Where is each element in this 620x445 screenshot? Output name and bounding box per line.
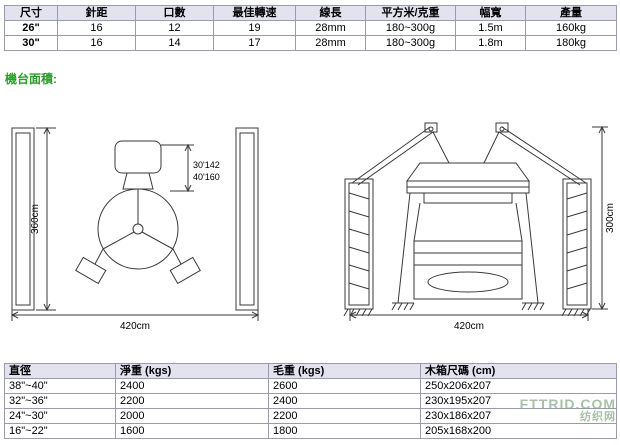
table-cell: 2600 [268,378,421,394]
table-cell: 32"~36" [4,393,116,409]
column-header-yarn-length: 線長 [295,5,366,21]
top-view-drawing [10,126,260,321]
table-cell: 16 [57,35,136,51]
table-cell: 19 [213,20,296,36]
column-header-output: 產量 [525,5,617,21]
dim-label-width-right: 420cm [454,321,484,332]
table-cell: 28mm [295,35,366,51]
table-cell: 180kg [525,35,617,51]
table-cell: 12 [135,20,214,36]
table-row: 26" 16 12 19 28mm 180~300g 1.5m 160kg [4,20,617,36]
table-cell: 1.8m [455,35,526,51]
table-cell: 28mm [295,20,366,36]
dim-label-height-right: 300cm [605,203,616,233]
column-header-gross-weight: 毛重 (kgs) [268,363,421,379]
table-row: 38"~40" 2400 2600 250x206x207 [4,378,617,394]
table-cell: 205x168x200 [420,423,617,439]
dim-label-inner-1: 30'142 [193,160,220,170]
column-header-gauge: 針距 [57,5,136,21]
table-cell: 2400 [268,393,421,409]
column-header-width: 幅寬 [455,5,526,21]
column-header-size: 尺寸 [4,5,58,21]
top-view-labels: 360cm 30'142 40'160 420cm [30,160,220,332]
machine-spec-table: 尺寸 針距 口數 最佳轉速 線長 平方米/克重 幅寬 產量 26" 16 12 … [4,5,617,51]
table-cell: 30" [4,35,58,51]
table-cell: 230x186x207 [420,408,617,424]
table-cell: 160kg [525,20,617,36]
front-view-drawing [343,122,608,321]
table-cell: 180~300g [365,35,456,51]
table-cell: 230x195x207 [420,393,617,409]
front-view-labels: 300cm 420cm [454,203,616,332]
table-cell: 1800 [268,423,421,439]
column-header-feeds: 口數 [135,5,214,21]
table-cell: 2200 [268,408,421,424]
dim-label-inner-2: 40'160 [193,172,220,182]
table-cell: 1600 [115,423,269,439]
table-row: 16"~22" 1600 1800 205x168x200 [4,423,617,439]
table-cell: 26" [4,20,58,36]
table-row: 24"~30" 2000 2200 230x186x207 [4,408,617,424]
section-title-machine-area: 機台面積: [5,72,57,86]
table-cell: 24"~30" [4,408,116,424]
table-cell: 17 [213,35,296,51]
table-cell: 2000 [115,408,269,424]
table-cell: 2200 [115,393,269,409]
packing-dimension-table: 直徑 淨重 (kgs) 毛重 (kgs) 木箱尺碼 (cm) 38"~40" 2… [4,363,617,439]
table-cell: 16"~22" [4,423,116,439]
table-cell: 38"~40" [4,378,116,394]
dim-label-width-left: 420cm [120,321,150,332]
table-cell: 1.5m [455,20,526,36]
column-header-net-weight: 淨重 (kgs) [115,363,269,379]
table-cell: 180~300g [365,20,456,36]
table-cell: 2400 [115,378,269,394]
table-cell: 16 [57,20,136,36]
table-cell: 14 [135,35,214,51]
table-row: 32"~36" 2200 2400 230x195x207 [4,393,617,409]
machine-diagram: 360cm 30'142 40'160 420cm [10,122,616,332]
column-header-weight-sqm: 平方米/克重 [365,5,456,21]
column-header-speed: 最佳轉速 [213,5,296,21]
table-row: 30" 16 14 17 28mm 180~300g 1.8m 180kg [4,35,617,51]
column-header-diameter: 直徑 [4,363,116,379]
dim-label-height-left: 360cm [30,204,41,234]
table-cell: 250x206x207 [420,378,617,394]
dim-header-row: 直徑 淨重 (kgs) 毛重 (kgs) 木箱尺碼 (cm) [4,363,617,379]
spec-header-row: 尺寸 針距 口數 最佳轉速 線長 平方米/克重 幅寬 產量 [4,5,617,21]
column-header-crate-size: 木箱尺碼 (cm) [420,363,617,379]
